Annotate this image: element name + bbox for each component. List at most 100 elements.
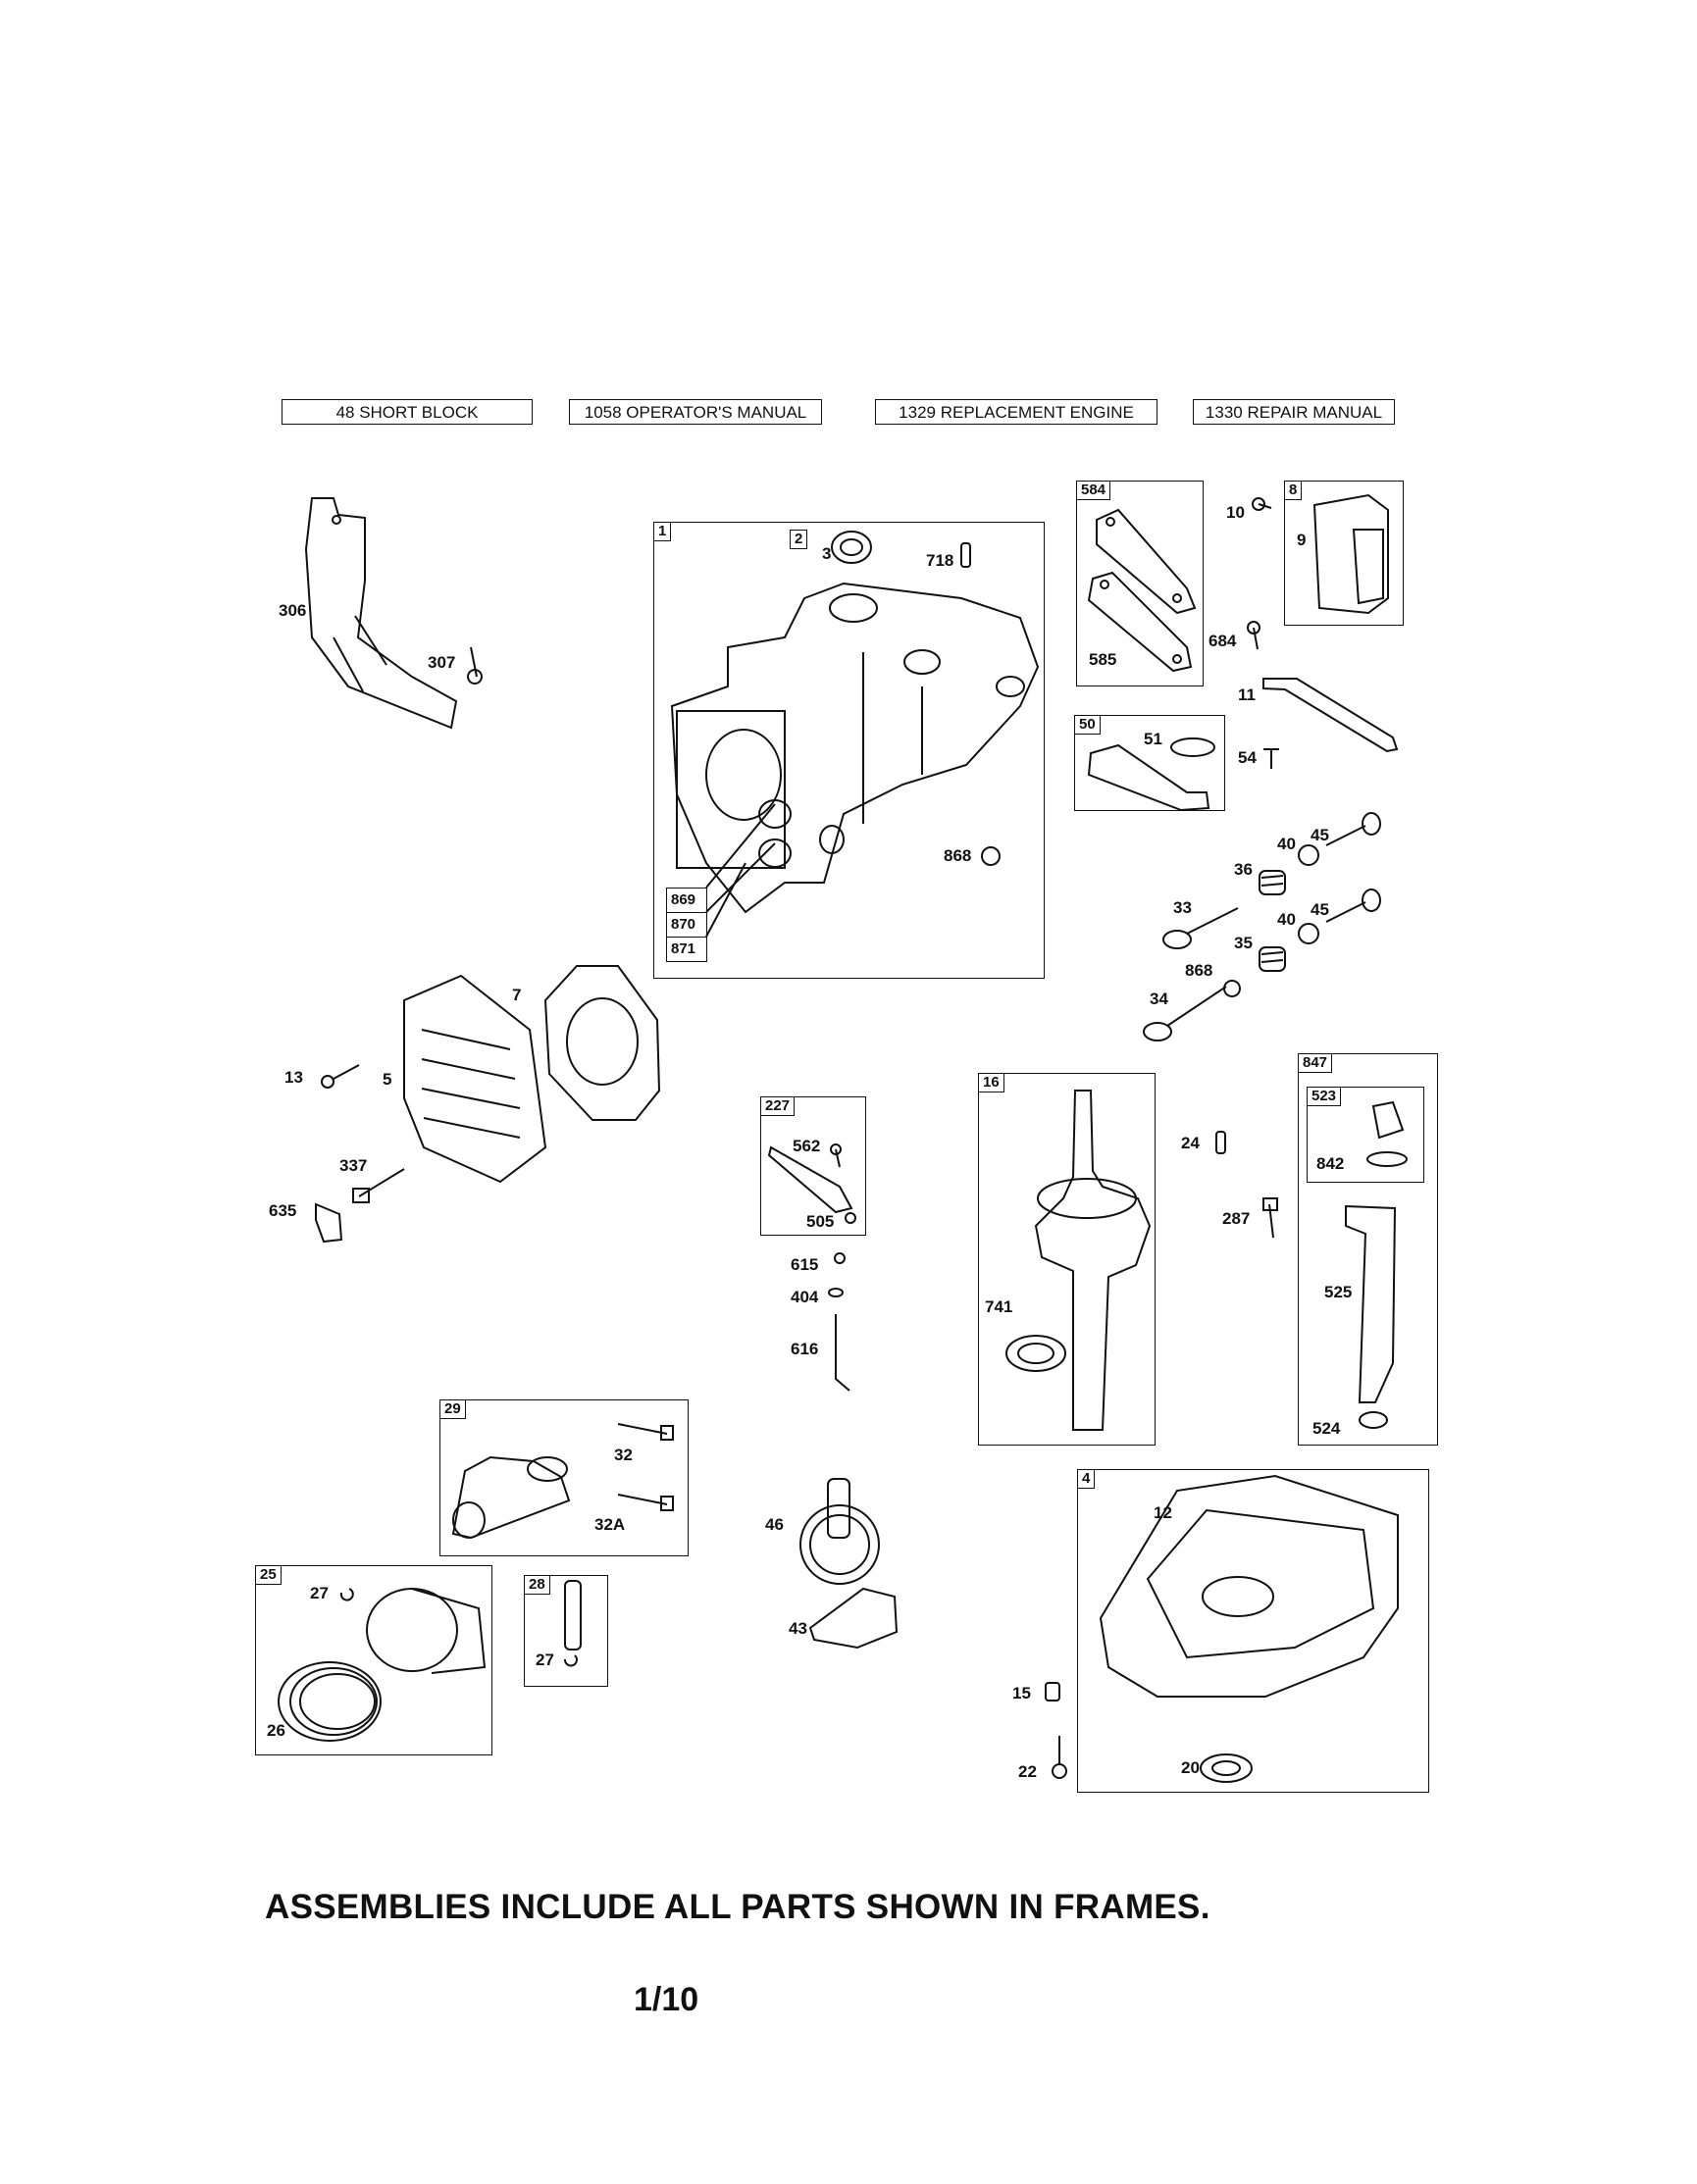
frame-584-gasket-set: 584: [1076, 481, 1204, 686]
part-label-40a: 40: [1277, 835, 1296, 853]
part-label-306: 306: [279, 601, 307, 620]
part-label-10: 10: [1226, 503, 1245, 522]
part-label-54: 54: [1238, 748, 1257, 767]
tube-11-part: [1262, 678, 1399, 753]
screw-562-part: [830, 1143, 842, 1168]
part-label-40b: 40: [1277, 910, 1296, 929]
frame-tag: 50: [1074, 715, 1101, 735]
frame-tag: 28: [524, 1575, 550, 1595]
part-label-34: 34: [1150, 990, 1168, 1008]
part-label-525: 525: [1324, 1283, 1353, 1301]
breather-9-part: [1312, 493, 1389, 615]
gasket-51-part: [1170, 737, 1215, 757]
frame-tag: 4: [1077, 1469, 1096, 1489]
head-gasket-7-part: [543, 965, 661, 1121]
part-label-3: 3: [822, 544, 832, 563]
spark-plug-337-part: [352, 1168, 405, 1203]
tappet-45b-part: [1325, 889, 1381, 923]
frame-tag: 25: [255, 1565, 282, 1585]
connecting-rod-29-part: [451, 1455, 571, 1540]
frame-tag: 16: [978, 1073, 1004, 1092]
seal-868b-part: [1223, 980, 1241, 997]
fitting-15-part: [1045, 1682, 1060, 1701]
frame-28-wrist-pin: 28: [524, 1575, 608, 1687]
sump-4-part: [1099, 1474, 1399, 1698]
frame-tag: 523: [1307, 1087, 1342, 1106]
dipstick-523-part: [1366, 1100, 1408, 1167]
retainer-40b-part: [1298, 923, 1319, 944]
shaft-616-part: [835, 1314, 850, 1392]
washer-404-part: [828, 1288, 844, 1297]
page-number: 1/10: [634, 1981, 699, 2018]
clip-27b-part: [564, 1654, 578, 1667]
gasket-584-part: [1096, 508, 1197, 615]
screw-287-part: [1262, 1197, 1278, 1239]
part-label-35: 35: [1234, 934, 1253, 952]
part-label-27b: 27: [536, 1651, 554, 1669]
part-label-51: 51: [1144, 730, 1162, 748]
nut-615-part: [834, 1252, 846, 1264]
part-label-615: 615: [791, 1255, 819, 1274]
part-label-27a: 27: [310, 1584, 329, 1602]
part-label-32a: 32A: [594, 1515, 626, 1534]
header-box-operators-manual: 1058 OPERATOR'S MANUAL: [569, 399, 822, 425]
stack-tag-871: 871: [666, 937, 707, 962]
frame-227-governor: 227: [760, 1096, 866, 1236]
frame-25-piston: 25: [255, 1565, 492, 1755]
bracket-306-part: [304, 497, 458, 730]
screw-684-part: [1247, 621, 1260, 650]
wrist-pin-28-part: [564, 1580, 582, 1651]
part-label-24: 24: [1181, 1134, 1200, 1152]
part-label-45a: 45: [1311, 826, 1329, 844]
retainer-40a-part: [1298, 844, 1319, 866]
frame-16-crankshaft: 16: [978, 1073, 1156, 1446]
header-box-replacement-engine: 1329 REPLACEMENT ENGINE: [875, 399, 1157, 425]
frame-8-breather: 8: [1284, 481, 1404, 626]
plug-868-part: [981, 846, 1001, 866]
gear-741-part: [1005, 1335, 1066, 1372]
part-label-868: 868: [944, 846, 972, 865]
part-label-718: 718: [926, 551, 954, 570]
part-label-585: 585: [1089, 650, 1117, 669]
spring-35-part: [1259, 946, 1286, 972]
bolt-13-part: [321, 1064, 360, 1089]
part-label-307: 307: [428, 653, 456, 672]
valve-exhaust-part: [1143, 986, 1227, 1041]
header-box-repair-manual: 1330 REPAIR MANUAL: [1193, 399, 1395, 425]
pin-718-part: [960, 542, 971, 568]
cam-gear-46-part: [799, 1478, 880, 1585]
governor-lever-227-part: [767, 1145, 853, 1214]
part-label-616: 616: [791, 1340, 819, 1358]
part-label-32: 32: [614, 1446, 633, 1464]
frame-1-crankcase: 1: [653, 522, 1045, 979]
frame-2-seal: 2: [790, 530, 873, 566]
spring-36-part: [1259, 870, 1286, 895]
part-label-868b: 868: [1185, 961, 1213, 980]
screw-10-part: [1252, 497, 1272, 511]
screw-54-part: [1263, 748, 1279, 769]
part-label-7: 7: [512, 986, 522, 1004]
part-label-741: 741: [985, 1297, 1013, 1316]
part-label-45b: 45: [1311, 900, 1329, 919]
part-label-287: 287: [1222, 1209, 1251, 1228]
part-label-842: 842: [1316, 1154, 1345, 1173]
frame-tag: 29: [439, 1399, 466, 1419]
part-label-505: 505: [806, 1212, 835, 1231]
part-label-15: 15: [1012, 1684, 1031, 1702]
frame-4-sump: 4: [1077, 1469, 1429, 1793]
part-label-11: 11: [1238, 686, 1256, 704]
frame-847-dipstick-tube: 847: [1298, 1053, 1438, 1446]
frame-tag: 847: [1298, 1053, 1333, 1073]
crankcase-part: [670, 582, 1040, 938]
part-label-46: 46: [765, 1515, 784, 1534]
bolt-32b-part: [617, 1494, 674, 1511]
nut-505-part: [845, 1212, 856, 1224]
tappet-45a-part: [1325, 812, 1381, 846]
piston-25-part: [366, 1588, 487, 1674]
pin-24-part: [1215, 1131, 1226, 1154]
cylinder-head-5-part: [403, 974, 547, 1184]
rings-26-part: [278, 1661, 382, 1742]
governor-43-part: [808, 1587, 899, 1650]
